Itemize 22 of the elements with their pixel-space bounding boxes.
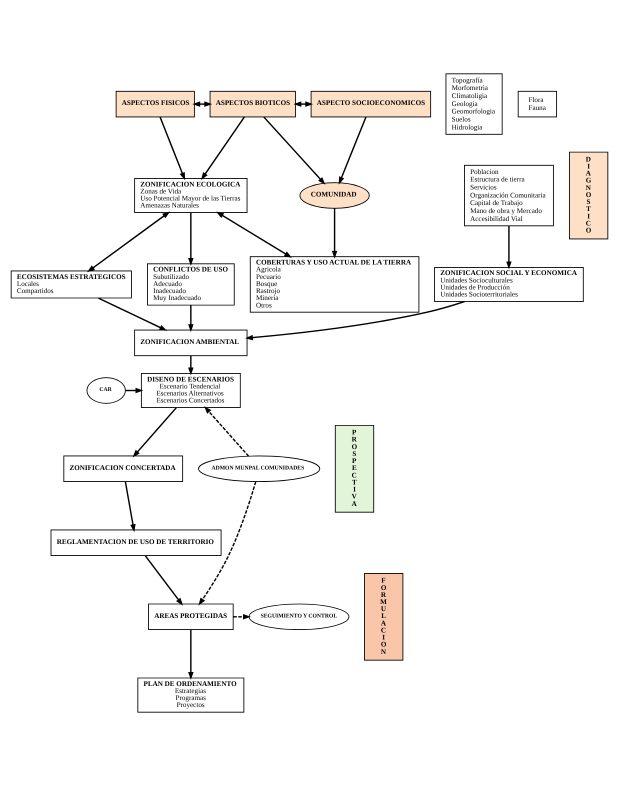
arrow [506,226,512,270]
arrow [245,300,465,340]
arrow [124,482,136,532]
arrow [87,211,170,272]
arrow [263,116,326,185]
arrow [192,101,212,107]
arrow [188,630,194,680]
arrow [126,388,144,394]
arrow [332,208,338,259]
arrow [188,305,194,332]
arrow [144,555,183,606]
arrow [132,407,177,458]
arrow [338,116,367,185]
arrow [198,482,256,606]
arrow [200,116,245,180]
arrow [233,614,251,620]
arrow [159,116,186,180]
arrow [188,212,194,266]
arrow [204,406,250,457]
arrow [188,356,194,376]
arrow [216,212,292,258]
arrow [98,297,168,331]
